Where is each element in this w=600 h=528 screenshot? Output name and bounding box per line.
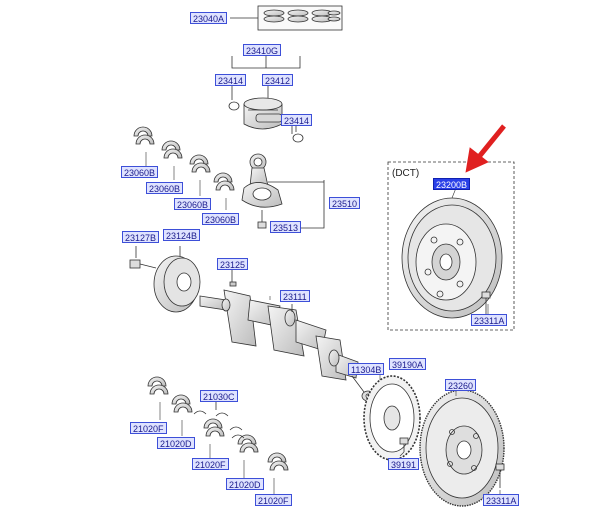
part-label-23060B-4[interactable]: 23060B [202, 213, 240, 225]
part-label-23200B-selected[interactable]: 23200B [433, 178, 471, 190]
flywheel[interactable] [419, 389, 505, 507]
connecting-rod[interactable] [241, 153, 325, 229]
part-label-23513[interactable]: 23513 [270, 221, 302, 233]
dct-caption: (DCT) [392, 168, 420, 179]
part-label-21020F-1[interactable]: 21020F [130, 422, 167, 434]
snap-ring-left [228, 101, 240, 111]
part-label-23040A[interactable]: 23040A [190, 12, 228, 24]
part-label-23414-left[interactable]: 23414 [215, 74, 247, 86]
part-label-23412[interactable]: 23412 [262, 74, 294, 86]
piston[interactable] [228, 86, 304, 143]
dct-region [387, 161, 515, 331]
part-label-23414-right[interactable]: 23414 [281, 114, 313, 126]
pulley-bolt[interactable] [129, 246, 157, 269]
part-label-23127B[interactable]: 23127B [122, 231, 160, 243]
dct-flywheel[interactable] [401, 197, 503, 319]
part-label-23060B-3[interactable]: 23060B [174, 198, 212, 210]
part-label-39190A[interactable]: 39190A [389, 358, 427, 370]
part-label-23311A-lower[interactable]: 23311A [483, 494, 520, 506]
thrust-washers[interactable] [193, 402, 245, 439]
upper-bearing-shells[interactable] [133, 126, 235, 191]
part-label-23111[interactable]: 23111 [280, 290, 310, 302]
part-label-23060B-1[interactable]: 23060B [121, 166, 159, 178]
part-label-23260[interactable]: 23260 [445, 379, 477, 391]
snap-ring-right [292, 133, 304, 143]
part-label-23410G[interactable]: 23410G [243, 44, 282, 56]
selection-arrow [465, 124, 506, 173]
part-label-23124B[interactable]: 23124B [163, 229, 201, 241]
part-label-23510[interactable]: 23510 [329, 197, 361, 209]
crankshaft[interactable] [199, 289, 359, 381]
part-label-21020D-1[interactable]: 21020D [157, 437, 195, 449]
part-label-21020D-2[interactable]: 21020D [226, 478, 264, 490]
part-label-21020F-2[interactable]: 21020F [192, 458, 229, 470]
part-label-23060B-2[interactable]: 23060B [146, 182, 184, 194]
crankshaft-pulley[interactable] [153, 246, 201, 313]
part-label-21020F-3[interactable]: 21020F [255, 494, 292, 506]
part-label-11304B[interactable]: 11304B [348, 363, 385, 375]
sensor-wheel[interactable] [363, 375, 421, 461]
part-label-21030C[interactable]: 21030C [200, 390, 238, 402]
part-label-39191[interactable]: 39191 [388, 458, 420, 470]
piston-ring-set[interactable] [230, 5, 343, 31]
part-label-23311A-upper[interactable]: 23311A [471, 314, 508, 326]
lower-bearing-shells[interactable] [147, 376, 289, 471]
part-label-23125[interactable]: 23125 [217, 258, 249, 270]
